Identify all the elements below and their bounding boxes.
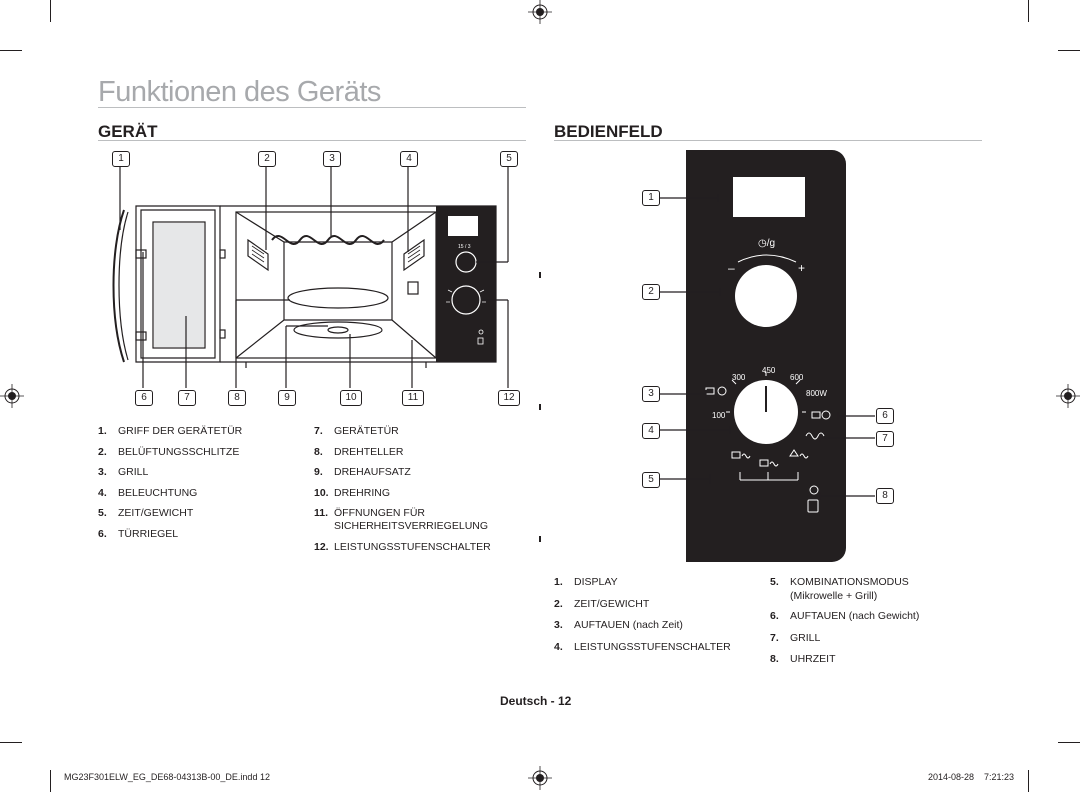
panel-display — [733, 177, 805, 217]
column-mark — [539, 536, 541, 542]
registration-mark-icon — [1056, 384, 1080, 408]
callout-number: 3 — [323, 151, 341, 167]
callout-number: 4 — [642, 423, 660, 439]
registration-mark-icon — [528, 766, 552, 790]
control-panel — [686, 150, 846, 562]
display-label: 15 / 3 — [458, 244, 471, 250]
callout-number: 5 — [500, 151, 518, 167]
list-item: 10.DREHRING — [314, 486, 391, 499]
list-item: 9.DREHAUFSATZ — [314, 466, 411, 478]
callout-number: 7 — [876, 431, 894, 447]
callout-number: 6 — [876, 408, 894, 424]
timer-label: ◷/g — [758, 238, 775, 249]
registration-mark-icon — [528, 0, 552, 24]
callout-number: 1 — [112, 151, 130, 167]
list-item: 7.GRILL — [770, 631, 821, 644]
power-600: 600 — [790, 373, 804, 382]
footer-date: 2014-08-28 — [928, 772, 975, 782]
microwave-illustration: 15 / 3 — [112, 166, 509, 388]
list-item: 6.TÜRRIEGEL — [98, 527, 179, 540]
crop-mark — [50, 0, 51, 22]
section-heading-bedienfeld: BEDIENFELD — [554, 122, 663, 141]
callout-number: 2 — [642, 284, 660, 300]
list-item: 2.ZEIT/GEWICHT — [554, 597, 650, 610]
page-title: Funktionen des Geräts — [98, 76, 381, 108]
list-item: 3.AUFTAUEN (nach Zeit) — [554, 619, 683, 631]
callout-number: 9 — [278, 390, 296, 406]
crop-mark — [0, 742, 22, 743]
footer-file: MG23F301ELW_EG_DE68-04313B-00_DE.indd 12 — [64, 772, 270, 782]
list-item: 2.BELÜFTUNGSSCHLITZE — [98, 445, 240, 458]
list-item: 8.DREHTELLER — [314, 445, 404, 458]
column-mark — [539, 272, 541, 278]
list-item: 5.KOMBINATIONSMODUS(Mikrowelle + Grill) — [770, 576, 909, 602]
list-item: 5.ZEIT/GEWICHT — [98, 507, 194, 519]
callout-number: 6 — [135, 390, 153, 406]
crop-mark — [1028, 0, 1029, 22]
geraet-legend-left: 1.GRIFF DER GERÄTETÜR 2.BELÜFTUNGSSCHLIT… — [98, 421, 242, 544]
callout-number: 8 — [876, 488, 894, 504]
power-300: 300 — [732, 373, 746, 382]
section-heading-geraet: GERÄT — [98, 122, 158, 141]
power-450: 450 — [762, 366, 776, 375]
callout-number: 1 — [642, 190, 660, 206]
power-100: 100 — [712, 411, 726, 420]
bedienfeld-legend-right: 5.KOMBINATIONSMODUS(Mikrowelle + Grill) … — [770, 572, 919, 671]
bedienfeld-callout-lines — [660, 194, 875, 500]
crop-mark — [50, 770, 51, 792]
list-item: 3.GRILL — [98, 466, 149, 478]
page-number-label: Deutsch - 12 — [500, 694, 572, 708]
callout-number: 8 — [228, 390, 246, 406]
list-item: 8.UHRZEIT — [770, 653, 836, 665]
list-item: 6.AUFTAUEN (nach Gewicht) — [770, 610, 920, 622]
control-panel-graphics: ◷/g – + 300 450 600 100 800W — [705, 238, 831, 513]
list-item: 12.LEISTUNGSSTUFENSCHALTER — [314, 541, 491, 553]
section-rule — [98, 140, 526, 141]
title-rule — [98, 107, 526, 108]
list-item: 4.LEISTUNGSSTUFENSCHALTER — [554, 640, 731, 653]
geraet-legend-right: 7.GERÄTETÜR 8.DREHTELLER 9.DREHAUFSATZ 1… — [314, 421, 491, 558]
callout-number: 7 — [178, 390, 196, 406]
plus-sign: + — [798, 261, 805, 275]
crop-mark — [0, 50, 22, 51]
callout-number: 3 — [642, 386, 660, 402]
registration-mark-icon — [0, 384, 24, 408]
list-item: 7.GERÄTETÜR — [314, 425, 399, 437]
minus-sign: – — [728, 261, 735, 275]
crop-mark — [1028, 770, 1029, 792]
column-mark — [539, 404, 541, 410]
crop-mark — [1058, 742, 1080, 743]
callout-number: 4 — [400, 151, 418, 167]
callout-number: 2 — [258, 151, 276, 167]
list-item: 1.DISPLAY — [554, 576, 618, 588]
power-800w: 800W — [806, 389, 827, 398]
list-item: 4.BELEUCHTUNG — [98, 486, 198, 499]
list-item: 1.GRIFF DER GERÄTETÜR — [98, 425, 243, 437]
callout-number: 5 — [642, 472, 660, 488]
bedienfeld-legend-left: 1.DISPLAY 2.ZEIT/GEWICHT 3.AUFTAUEN (nac… — [554, 572, 731, 658]
section-rule — [554, 140, 982, 141]
footer-time: 7:21:23 — [984, 772, 1015, 782]
callout-number: 10 — [340, 390, 362, 406]
callout-number: 11 — [402, 390, 424, 406]
callout-number: 12 — [498, 390, 520, 406]
crop-mark — [1058, 50, 1080, 51]
